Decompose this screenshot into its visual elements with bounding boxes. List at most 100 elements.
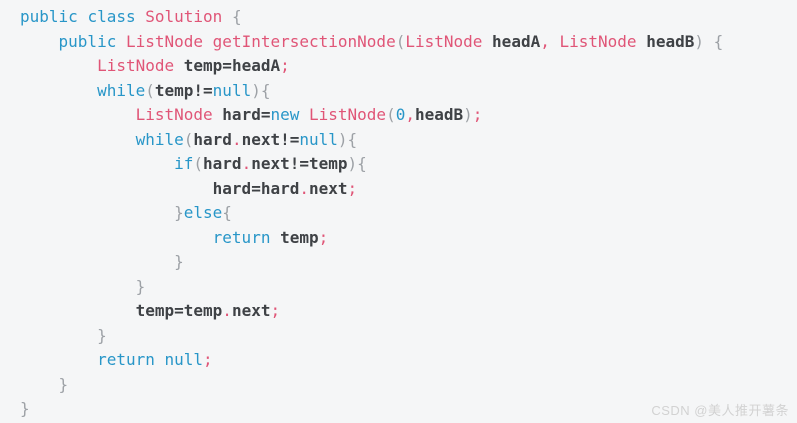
code-token-br: { bbox=[222, 203, 232, 222]
code-token-pn: ; bbox=[280, 56, 290, 75]
code-token-op: = bbox=[174, 301, 184, 320]
code-token-kw: while bbox=[97, 80, 146, 100]
code-token-cls: ListNode bbox=[125, 31, 213, 51]
code-token-pn: ; bbox=[347, 178, 358, 198]
code-token-id: temp bbox=[309, 154, 348, 173]
code-token-id: temp bbox=[183, 301, 223, 320]
code-token-br: ) bbox=[347, 154, 358, 173]
code-token-br: ( bbox=[193, 154, 204, 173]
code-line: temp=temp.next; bbox=[20, 299, 797, 324]
code-token-pn: ; bbox=[270, 301, 281, 320]
code-token-br: } bbox=[174, 252, 184, 271]
code-token-id: hard bbox=[260, 178, 300, 198]
code-token-pn: , bbox=[540, 31, 560, 51]
code-token-kw: null bbox=[299, 129, 338, 149]
code-token-id: hard bbox=[212, 178, 252, 198]
code-token-id: temp bbox=[154, 80, 194, 100]
code-line: public class Solution { bbox=[20, 5, 797, 30]
code-token-br: { bbox=[347, 129, 358, 149]
code-token-op: != bbox=[289, 154, 309, 173]
code-token-br: } bbox=[97, 325, 107, 345]
code-token-kw: return bbox=[97, 350, 165, 369]
code-token-id: hard bbox=[203, 154, 242, 173]
code-token-br: ) bbox=[463, 105, 473, 124]
code-token-id: next bbox=[231, 301, 271, 320]
code-token-br: ( bbox=[145, 80, 155, 100]
watermark-text: CSDN @美人推开薯条 bbox=[651, 403, 789, 418]
code-token-pn: ; bbox=[318, 227, 329, 247]
code-token-br: { bbox=[357, 154, 367, 173]
code-token-cls: ListNode bbox=[405, 31, 493, 51]
code-token-id: headB bbox=[414, 105, 464, 124]
code-token-kw: return bbox=[212, 227, 281, 247]
code-token-op: != bbox=[193, 80, 213, 100]
code-token-br: ( bbox=[183, 129, 194, 149]
code-token-pn: . bbox=[299, 178, 309, 198]
code-line: } bbox=[20, 275, 797, 300]
code-line: } bbox=[20, 397, 797, 422]
code-token-cls: ListNode bbox=[559, 31, 647, 51]
code-line: } bbox=[20, 373, 797, 398]
code-token-kw: new bbox=[270, 105, 309, 124]
code-token-kw: if bbox=[174, 154, 194, 173]
code-token-pn: ; bbox=[472, 105, 483, 124]
code-token-pn: . bbox=[222, 301, 232, 320]
code-line: ListNode temp=headA; bbox=[20, 54, 797, 79]
code-token-id: temp bbox=[135, 301, 175, 320]
code-token-id: next bbox=[241, 129, 281, 149]
code-token-kw: null bbox=[164, 350, 204, 369]
code-token-id: temp bbox=[280, 227, 319, 247]
code-token-br: } bbox=[20, 399, 30, 418]
code-token-op: = bbox=[251, 178, 261, 198]
code-token-br: ) bbox=[337, 129, 348, 149]
code-token-kw: class bbox=[87, 7, 146, 26]
code-line: if(hard.next!=temp){ bbox=[20, 152, 797, 177]
code-token-kw: public bbox=[20, 7, 88, 26]
code-token-br: ( bbox=[395, 31, 406, 51]
code-token-cls: ListNode bbox=[309, 105, 387, 124]
code-line: } bbox=[20, 250, 797, 275]
code-token-pn: . bbox=[241, 154, 252, 173]
code-token-kw: else bbox=[183, 203, 223, 222]
code-line: ListNode hard=new ListNode(0,headB); bbox=[20, 103, 797, 128]
code-token-id: next bbox=[251, 154, 290, 173]
code-token-br: { bbox=[231, 7, 242, 26]
code-line: while(hard.next!=null){ bbox=[20, 128, 797, 153]
code-token-br: } bbox=[58, 374, 69, 394]
code-line: return null; bbox=[20, 348, 797, 373]
code-token-cls: getIntersectionNode bbox=[212, 31, 396, 51]
code-token-id: headA bbox=[492, 31, 541, 51]
code-token-pn: , bbox=[405, 105, 415, 124]
code-token-br: { bbox=[260, 80, 271, 100]
code-token-br: ) bbox=[251, 80, 261, 100]
code-line: public ListNode getIntersectionNode(List… bbox=[20, 30, 797, 55]
code-line: } bbox=[20, 324, 797, 349]
code-line: while(temp!=null){ bbox=[20, 79, 797, 104]
code-token-kw: null bbox=[212, 80, 252, 100]
code-token-br: ( bbox=[386, 105, 396, 124]
code-line: return temp; bbox=[20, 226, 797, 251]
code-token-cls: ListNode bbox=[135, 105, 223, 124]
code-token-id: headB bbox=[646, 31, 695, 51]
code-token-op: = bbox=[222, 56, 232, 75]
code-token-br: } bbox=[174, 203, 184, 222]
code-token-num: 0 bbox=[395, 105, 406, 124]
code-token-kw: while bbox=[135, 129, 184, 149]
code-token-br: } bbox=[135, 276, 146, 296]
code-line: }else{ bbox=[20, 201, 797, 226]
code-token-id: hard bbox=[193, 129, 232, 149]
code-block: public class Solution { public ListNode … bbox=[20, 5, 797, 422]
code-token-op: != bbox=[280, 129, 300, 149]
code-token-br: { bbox=[713, 31, 724, 51]
code-token-cls: Solution bbox=[145, 7, 232, 26]
code-token-pn: ; bbox=[203, 350, 213, 369]
code-token-cls: ListNode bbox=[97, 56, 184, 75]
watermark: CSDN @美人推开薯条 bbox=[651, 400, 789, 419]
code-token-id: headA bbox=[231, 56, 281, 75]
code-token-id: hard bbox=[222, 105, 261, 124]
code-token-pn: . bbox=[231, 129, 242, 149]
code-line: hard=hard.next; bbox=[20, 177, 797, 202]
code-token-id: next bbox=[309, 178, 348, 198]
code-token-br: ) bbox=[694, 31, 714, 51]
